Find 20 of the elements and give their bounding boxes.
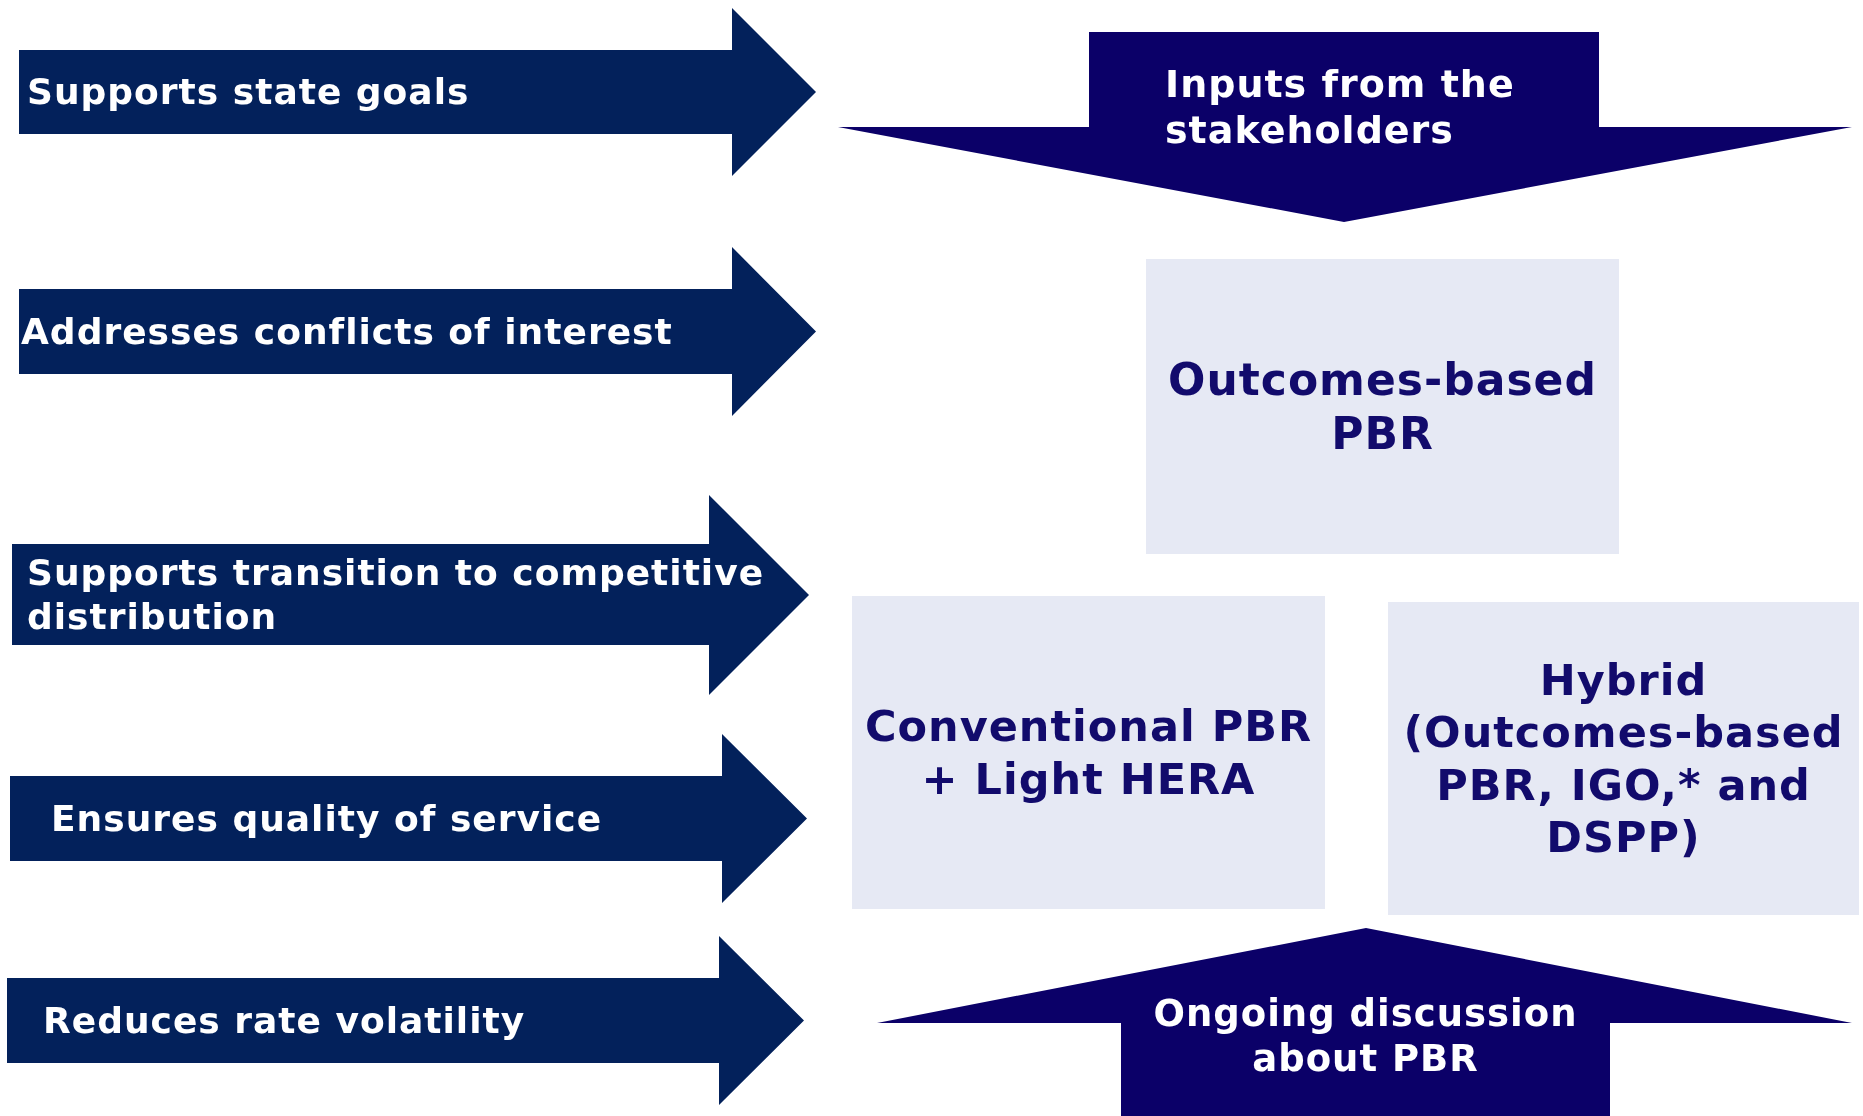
arrow-label: Reduces rate volatility	[43, 998, 526, 1043]
box-label: Conventional PBR + Light HERA	[863, 700, 1314, 805]
box-label: Outcomes-based PBR	[1167, 352, 1598, 461]
arrow-label: Inputs from the stakeholders	[1165, 60, 1516, 154]
arrow-shape	[19, 247, 816, 416]
box-label: Hybrid (Outcomes-based PBR, IGO,* and DSPP)	[1402, 653, 1845, 864]
category-box	[1146, 259, 1619, 554]
arrow-shape	[7, 936, 804, 1105]
down-arrow-shape	[838, 32, 1852, 222]
arrow-label: Ongoing discussion about PBR	[1152, 990, 1579, 1082]
arrow-label: Addresses conflicts of interest	[21, 309, 673, 354]
category-box	[852, 596, 1325, 909]
arrow-shape	[12, 495, 809, 695]
category-box	[1388, 602, 1859, 915]
arrow-label: Supports transition to competitive distribution	[27, 550, 766, 639]
arrow-shape	[19, 8, 816, 176]
arrow-shape	[10, 734, 807, 903]
up-arrow-shape	[877, 928, 1852, 1116]
arrow-label: Supports state goals	[27, 70, 470, 114]
arrow-label: Ensures quality of service	[51, 796, 603, 841]
